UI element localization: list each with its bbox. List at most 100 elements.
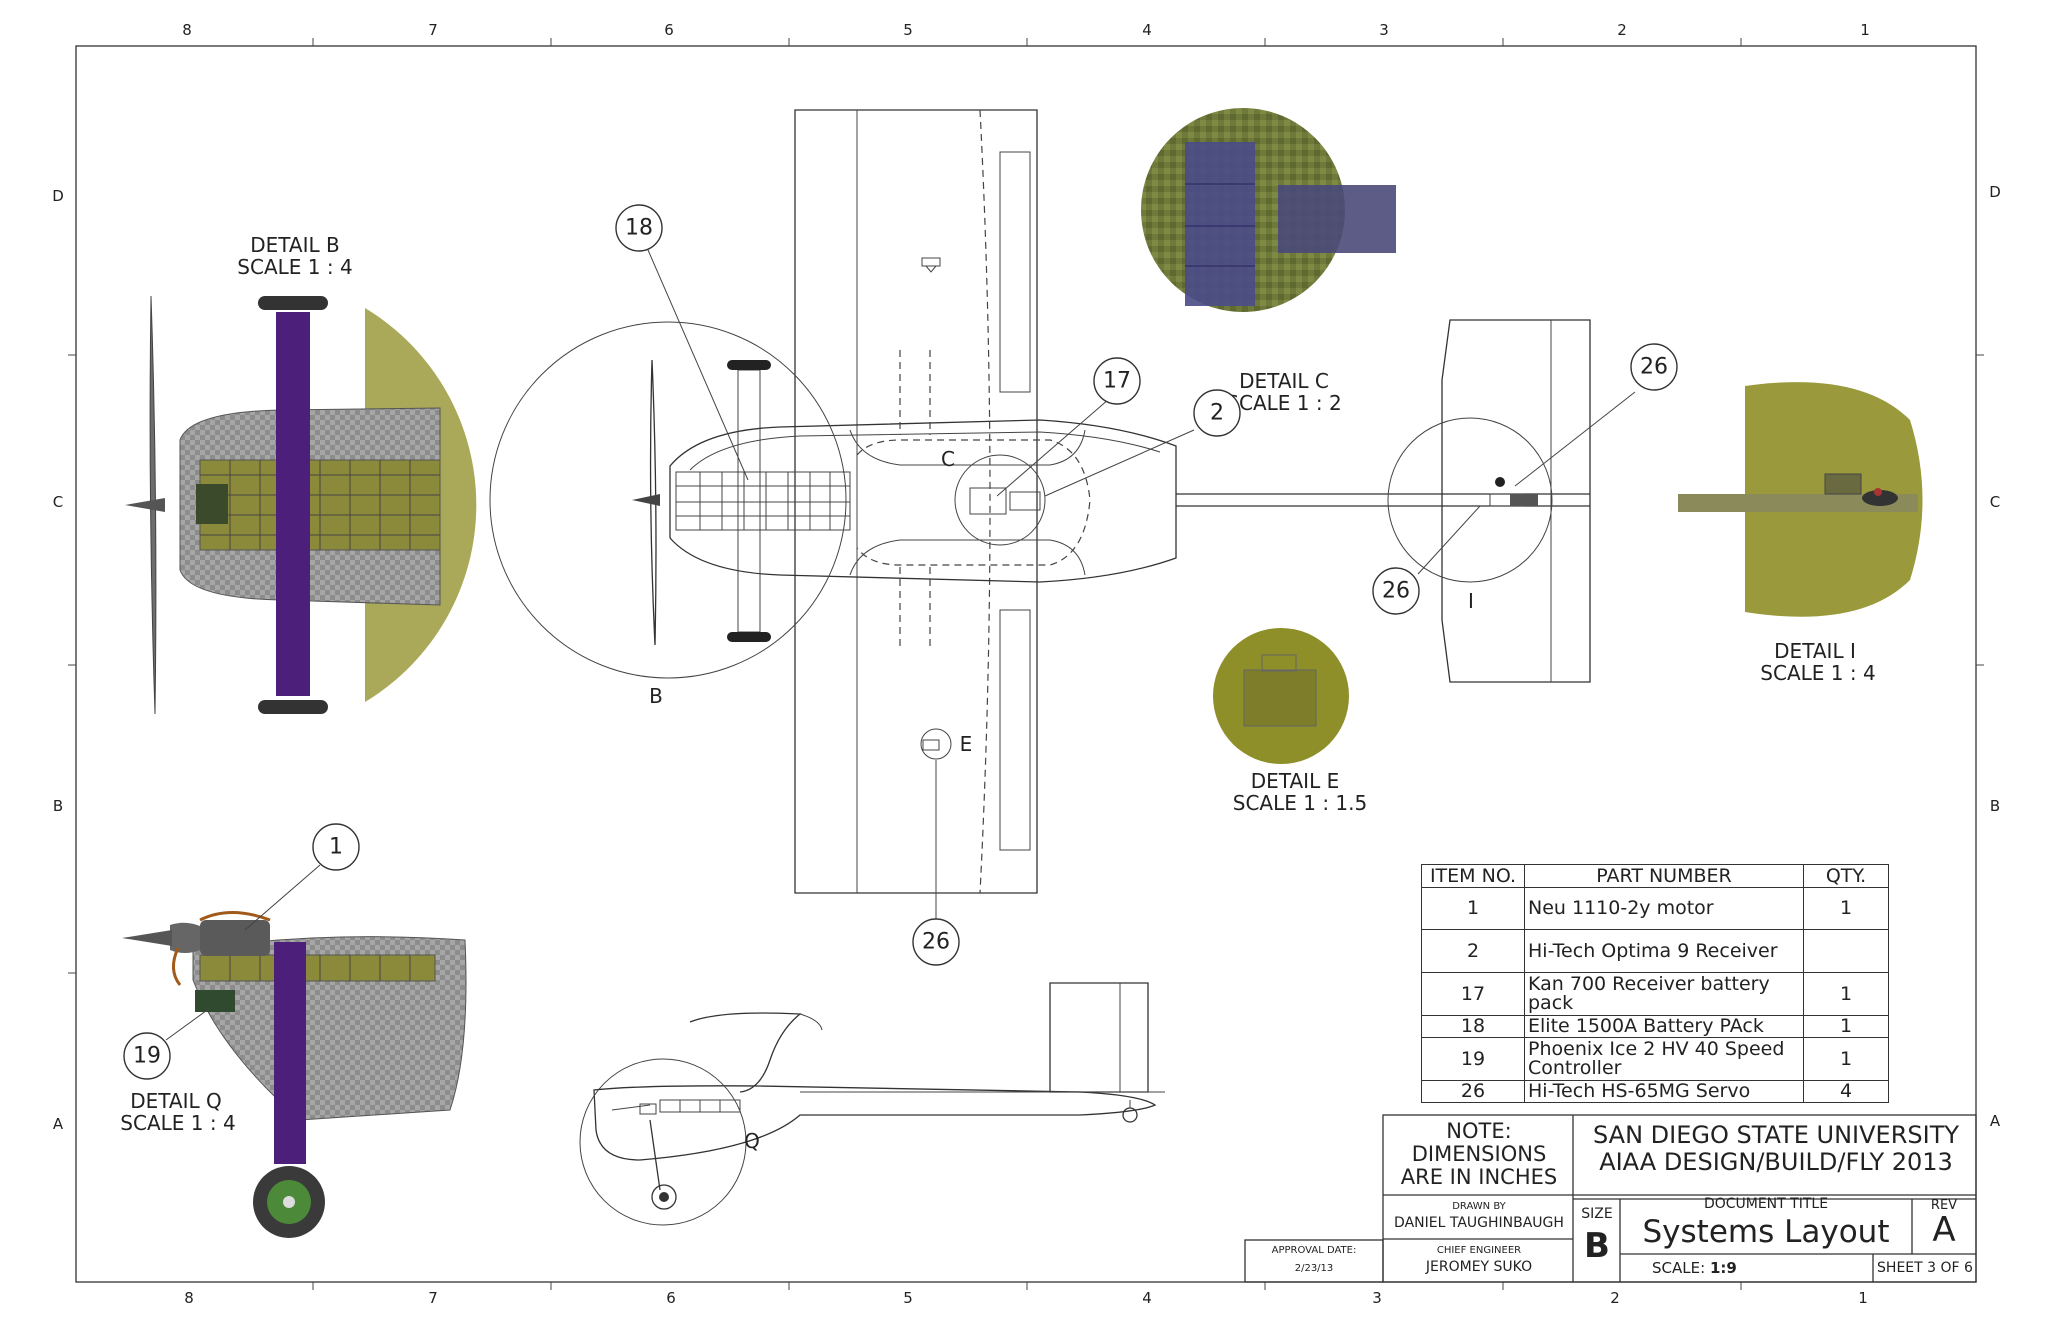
detail-e-marker: E: [960, 732, 973, 756]
balloon-1: 1: [312, 823, 360, 871]
organization-block: SAN DIEGO STATE UNIVERSITY AIAA DESIGN/B…: [1578, 1122, 1974, 1176]
detail-b-spinner: [125, 498, 165, 512]
scale-value: 1:9: [1709, 1259, 1737, 1277]
airplane-top-view: E C I B: [489, 109, 1591, 894]
zone-col-2: 2: [1617, 21, 1627, 39]
detail-q-speed-controller: [195, 990, 235, 1012]
revision-value: A: [1932, 1210, 1956, 1250]
zone-columns-top: 8 7 6 5 4 3 2 1: [182, 21, 1870, 39]
detail-i-marker-circle: [1387, 417, 1553, 583]
drawn-by-name: DANIEL TAUGHINBAUGH: [1394, 1215, 1564, 1231]
svg-text:26: 26: [922, 930, 950, 955]
detail-i-scale: SCALE 1 : 4: [1760, 661, 1875, 685]
zone-row-a: A: [53, 1115, 64, 1133]
detail-q-marker: Q: [744, 1129, 760, 1153]
bom-part: Hi-Tech HS-65MG Servo: [1524, 1080, 1804, 1103]
bom-item: 17: [1421, 972, 1525, 1016]
wing-servo-e: [922, 739, 940, 751]
svg-text:26: 26: [1640, 355, 1668, 380]
dimensions-note: NOTE: DIMENSIONS ARE IN INCHES: [1388, 1120, 1570, 1189]
detail-e-marker-circle: [920, 728, 952, 760]
zone-col-8: 8: [182, 21, 192, 39]
bom-item: 26: [1421, 1080, 1525, 1103]
detail-c-battery-pack: [1185, 142, 1255, 306]
detail-c-view: DETAIL C SCALE 1 : 2: [1141, 108, 1396, 415]
scale-block: SCALE: 1:9: [1652, 1259, 1737, 1277]
detail-c-marker-circle: [954, 454, 1046, 546]
side-vertical-tail: [1049, 982, 1149, 1093]
detail-q-spinner: [122, 930, 172, 946]
top-view-propeller: [649, 359, 657, 646]
side-tail-wheel: [1122, 1107, 1138, 1123]
zone-row-b-right: B: [1990, 797, 2000, 815]
note-line-1: NOTE:: [1446, 1119, 1512, 1143]
balloon-26-wing: 26: [912, 918, 960, 966]
detail-b-marker-circle: [489, 321, 847, 679]
zone-row-c-right: C: [1990, 493, 2000, 511]
balloons: 18 17 2 26 26 26 1 19: [123, 204, 1678, 1080]
svg-text:18: 18: [625, 216, 653, 241]
airplane-side-view: Q: [579, 982, 1165, 1226]
bom-item: 1: [1421, 887, 1525, 930]
svg-text:17: 17: [1103, 369, 1131, 394]
wing-servo-top: [921, 257, 941, 273]
detail-i-boom: [1678, 494, 1918, 512]
bom-qty: 1: [1803, 1015, 1889, 1038]
svg-text:2: 2: [1210, 401, 1224, 426]
bom-part: Phoenix Ice 2 HV 40 Speed Controller: [1524, 1037, 1804, 1081]
aileron-bottom: [999, 609, 1031, 851]
detail-i-title: DETAIL I: [1774, 639, 1856, 663]
zone-col-4: 4: [1142, 21, 1152, 39]
project-name: AIAA DESIGN/BUILD/FLY 2013: [1599, 1148, 1953, 1176]
bom-item: 2: [1421, 929, 1525, 973]
size-block: SIZE B: [1575, 1206, 1619, 1266]
zone-row-a-right: A: [1990, 1112, 2001, 1130]
receiver-battery-17: [969, 487, 1007, 515]
balloon-2: 2: [1193, 389, 1241, 437]
bom-part: Elite 1500A Battery PAck: [1524, 1015, 1804, 1038]
detail-c-scale: SCALE 1 : 2: [1226, 391, 1341, 415]
revision-label: REV: [1930, 1198, 1958, 1213]
bom-item: 19: [1421, 1037, 1525, 1081]
detail-b-battery-cells: [199, 459, 441, 551]
detail-q-motor: [200, 920, 270, 956]
zone-col-3-bottom: 3: [1372, 1289, 1382, 1307]
detail-q-landing-strap: [274, 942, 306, 1164]
detail-b-marker: B: [649, 684, 663, 708]
main-wing: [794, 109, 1038, 894]
fuselage-outline: [669, 419, 1177, 583]
zone-ticks: [68, 38, 1984, 1290]
note-line-3: ARE IN INCHES: [1400, 1165, 1558, 1189]
zone-col-7-bottom: 7: [428, 1289, 438, 1307]
svg-text:1: 1: [329, 835, 343, 860]
bill-of-materials: ITEM NO. PART NUMBER QTY. 1 Neu 1110-2y …: [1421, 864, 1889, 1103]
revision-block: REV A: [1913, 1198, 1975, 1247]
zone-col-7: 7: [428, 21, 438, 39]
zone-col-5-bottom: 5: [903, 1289, 913, 1307]
drawn-by-label: DRAWN BY: [1452, 1201, 1506, 1212]
balloon-18: 18: [615, 204, 663, 252]
bom-row: 2 Hi-Tech Optima 9 Receiver: [1421, 929, 1889, 973]
title-block-frame: [1244, 1114, 1977, 1283]
bom-item: 18: [1421, 1015, 1525, 1038]
detail-q-battery: [199, 954, 436, 982]
side-canopy: [689, 1012, 802, 1093]
bom-qty: 1: [1803, 887, 1889, 930]
bom-header-row: ITEM NO. PART NUMBER QTY.: [1421, 864, 1889, 888]
bom-header-part: PART NUMBER: [1524, 864, 1804, 888]
balloon-17: 17: [1093, 357, 1141, 405]
organization-name: SAN DIEGO STATE UNIVERSITY: [1592, 1121, 1960, 1149]
bom-header-qty: QTY.: [1803, 864, 1889, 888]
approval-block: APPROVAL DATE: 2/23/13: [1248, 1245, 1380, 1274]
balloon-26-tail-lower: 26: [1372, 567, 1420, 615]
bom-qty: 1: [1803, 1037, 1889, 1081]
zone-col-3: 3: [1379, 21, 1389, 39]
top-view-wheel-top: [727, 360, 771, 370]
zone-col-6: 6: [664, 21, 674, 39]
detail-e-scale: SCALE 1 : 1.5: [1233, 791, 1367, 815]
tail-servo-horn: [1495, 477, 1505, 487]
document-title-block: DOCUMENT TITLE Systems Layout: [1622, 1196, 1910, 1250]
bom-part: Kan 700 Receiver battery pack: [1524, 972, 1804, 1016]
zone-col-6-bottom: 6: [666, 1289, 676, 1307]
